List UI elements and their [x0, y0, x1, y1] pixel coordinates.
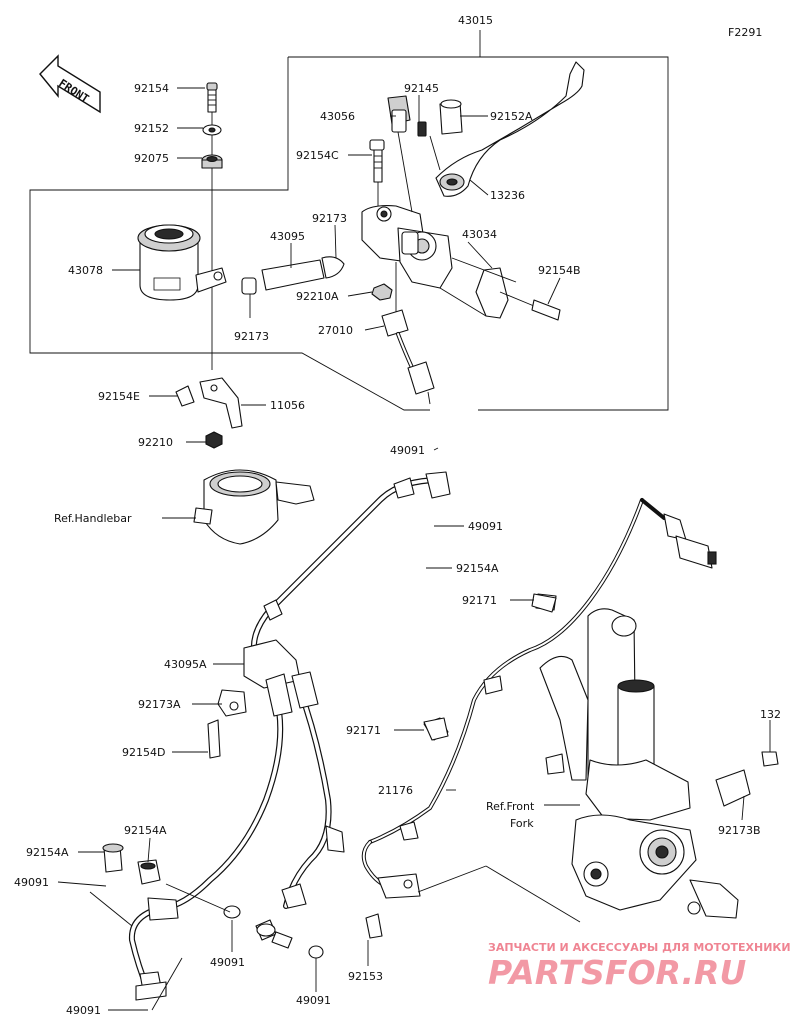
label-92173-lower: 92173 — [234, 330, 269, 343]
reservoir-hose — [241, 256, 345, 318]
handlebar-ref-clamp — [193, 469, 315, 545]
label-92154a-upper: 92154A — [456, 562, 499, 575]
label-13236: 13236 — [490, 189, 525, 202]
lower-hose-right — [255, 883, 307, 949]
label-92210: 92210 — [138, 436, 173, 449]
label-fork: Fork — [510, 817, 534, 830]
label-49091-bottom-b: 49091 — [296, 994, 331, 1007]
label-49091-bottom-a: 49091 — [210, 956, 245, 969]
label-43056: 43056 — [320, 110, 355, 123]
label-92152: 92152 — [134, 122, 169, 135]
label-43095: 43095 — [270, 230, 305, 243]
label-92154a-mid: 92154A — [124, 824, 167, 837]
label-27010: 27010 — [318, 324, 353, 337]
label-49091-upper: 49091 — [390, 444, 425, 457]
reservoir-fasteners — [201, 82, 223, 370]
front-fork — [539, 608, 779, 919]
label-49091-bottom-left: 49091 — [66, 1004, 101, 1017]
brake-lever-group — [387, 61, 585, 213]
label-49091-left: 49091 — [14, 876, 49, 889]
label-92154e: 92154E — [98, 390, 140, 403]
label-92210a: 92210A — [296, 290, 339, 303]
master-cylinder — [361, 139, 453, 289]
label-43095a: 43095A — [164, 658, 207, 671]
label-43078: 43078 — [68, 264, 103, 277]
label-43034: 43034 — [462, 228, 497, 241]
diagram-code: F2291 — [728, 26, 762, 39]
label-92173b: 92173B — [718, 824, 761, 837]
front-arrow-icon: FRONT — [39, 54, 101, 114]
watermark-brand: PARTSFOR.RU — [488, 953, 746, 992]
leader-lines — [57, 87, 771, 1011]
label-92153: 92153 — [348, 970, 383, 983]
assembly-frame-43015 — [29, 30, 669, 411]
nut-92210a — [371, 283, 393, 301]
label-92152a: 92152A — [490, 110, 533, 123]
brake-fluid-reservoir — [137, 224, 227, 301]
mounting-bracket-11056 — [175, 377, 243, 449]
label-132: 132 — [760, 708, 781, 721]
label-43015: 43015 — [458, 14, 493, 27]
label-92145: 92145 — [404, 82, 439, 95]
label-92173a: 92173A — [138, 698, 181, 711]
lower-hose-left — [102, 843, 324, 1001]
part-labels: 43015 92154 92152 92075 92145 43056 9215… — [14, 14, 781, 1017]
handlebar-clamp-43034 — [439, 257, 561, 321]
label-92154a-left: 92154A — [26, 846, 69, 859]
clip-92171-upper — [531, 593, 557, 613]
label-ref-handlebar: Ref.Handlebar — [54, 512, 132, 525]
label-92075: 92075 — [134, 152, 169, 165]
label-11056: 11056 — [270, 399, 305, 412]
label-92171-lower: 92171 — [346, 724, 381, 737]
label-49091-second: 49091 — [468, 520, 503, 533]
label-92171-upper: 92171 — [462, 594, 497, 607]
brake-hose-43095a — [169, 471, 451, 909]
watermark: ЗАПЧАСТИ И АКСЕССУАРЫ ДЛЯ МОТОТЕХНИКИ PA… — [488, 941, 791, 992]
label-92154b: 92154B — [538, 264, 581, 277]
label-92154c: 92154C — [296, 149, 339, 162]
brake-light-switch — [381, 262, 435, 405]
clip-92171-lower — [423, 717, 449, 741]
label-92154d: 92154D — [122, 746, 165, 759]
label-92154: 92154 — [134, 82, 169, 95]
label-21176: 21176 — [378, 784, 413, 797]
watermark-tagline: ЗАПЧАСТИ И АКСЕССУАРЫ ДЛЯ МОТОТЕХНИКИ — [488, 941, 791, 954]
label-ref-front-fork: Ref.Front — [486, 800, 535, 813]
label-92173: 92173 — [312, 212, 347, 225]
